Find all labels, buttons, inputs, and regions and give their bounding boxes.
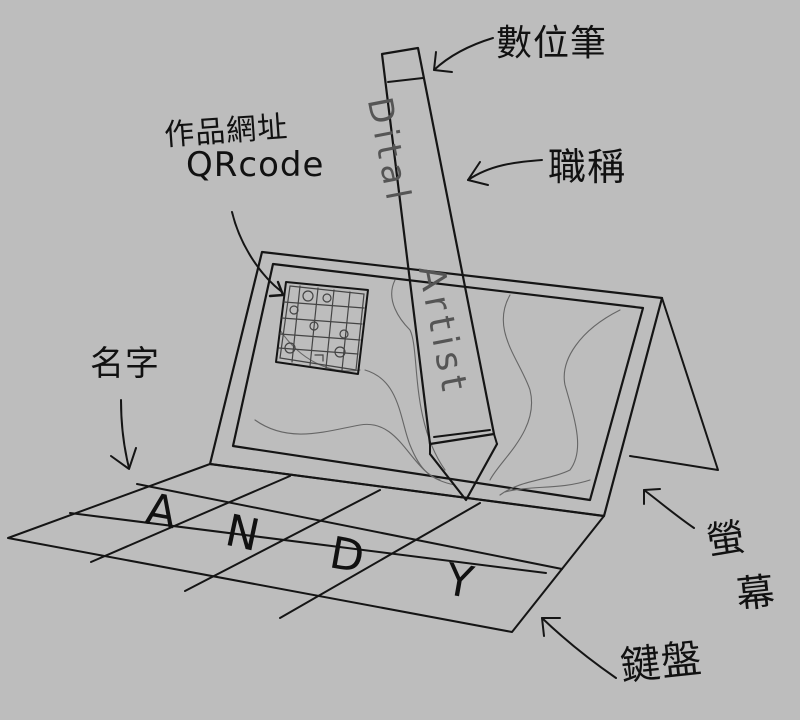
label-screen-2: 幕 [734, 569, 778, 617]
label-name: 名字 [90, 344, 160, 384]
keyboard-grid [7, 463, 605, 633]
digital-pen [380, 46, 499, 502]
label-screen-1: 螢 [703, 514, 749, 564]
label-qrcode: QRcode [186, 145, 325, 185]
label-job-title: 職稱 [548, 145, 627, 189]
screen-wallpaper-waves [254, 279, 621, 496]
label-digital-pen: 數位筆 [496, 23, 608, 64]
label-keyboard: 鍵盤 [618, 635, 705, 691]
annotation-arrows [110, 37, 695, 679]
qrcode-sketch [275, 281, 369, 375]
